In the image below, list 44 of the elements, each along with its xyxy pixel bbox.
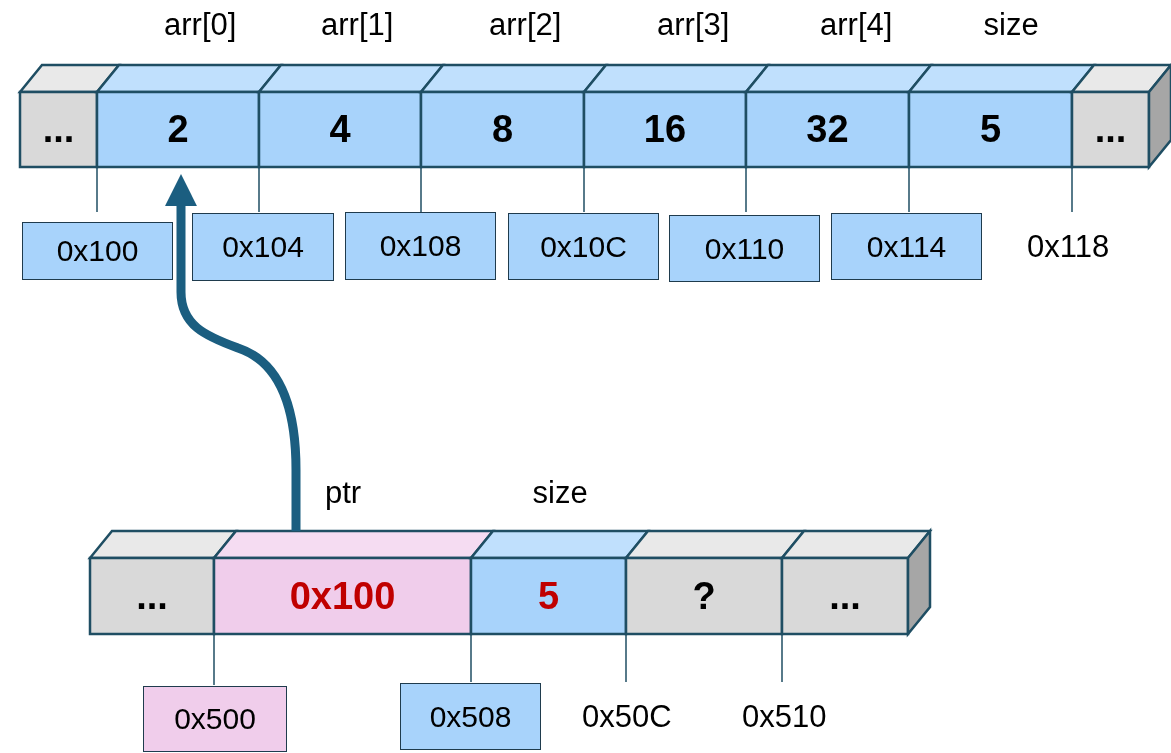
address-box: 0x500	[143, 686, 287, 752]
address-box: 0x108	[345, 212, 496, 280]
cell-name-label: ptr	[325, 475, 362, 511]
address-box: 0x110	[669, 215, 820, 282]
cell-name-label: size	[983, 7, 1039, 43]
cell-name-label: arr[1]	[321, 7, 394, 43]
cell-name-label: arr[4]	[820, 7, 893, 43]
cell-name-label: arr[2]	[489, 7, 562, 43]
cell-value: ...	[1093, 107, 1128, 152]
cell-value: 8	[490, 107, 515, 152]
address-box: 0x508	[400, 683, 541, 750]
memory-cell	[90, 531, 236, 634]
memory-cell	[746, 65, 931, 167]
cell-value: 0x100	[288, 573, 397, 619]
pointer-arrow	[164, 174, 301, 531]
address-label: 0x510	[742, 699, 827, 735]
cell-value: ?	[691, 573, 717, 619]
cell-value: 32	[805, 107, 850, 152]
memory-cell	[584, 65, 768, 167]
cell-value: 16	[642, 107, 688, 152]
memory-cell	[471, 531, 648, 634]
address-box: 0x10C	[508, 213, 659, 280]
memory-cell	[421, 65, 606, 167]
memory-cell	[626, 531, 804, 634]
cell-name-label: size	[532, 475, 588, 511]
cell-value: 5	[536, 573, 561, 619]
cell-name-label: arr[0]	[164, 7, 237, 43]
address-label: 0x50C	[582, 699, 672, 735]
memory-cell	[909, 65, 1094, 167]
memory-cell	[97, 65, 281, 167]
cell-value: ...	[828, 573, 862, 619]
cell-name-label: arr[3]	[657, 7, 730, 43]
cell-value: 5	[978, 107, 1003, 152]
cell-value: 4	[328, 107, 352, 152]
address-label: 0x118	[1027, 229, 1110, 265]
cell-value: 2	[166, 107, 190, 152]
address-box: 0x104	[192, 213, 334, 281]
memory-cell	[259, 65, 443, 167]
memory-cell	[214, 531, 493, 634]
address-box: 0x114	[831, 213, 982, 280]
cell-value: ...	[41, 107, 76, 152]
address-box: 0x100	[22, 222, 173, 280]
cell-value: ...	[135, 573, 169, 619]
memory-cell	[20, 65, 119, 167]
